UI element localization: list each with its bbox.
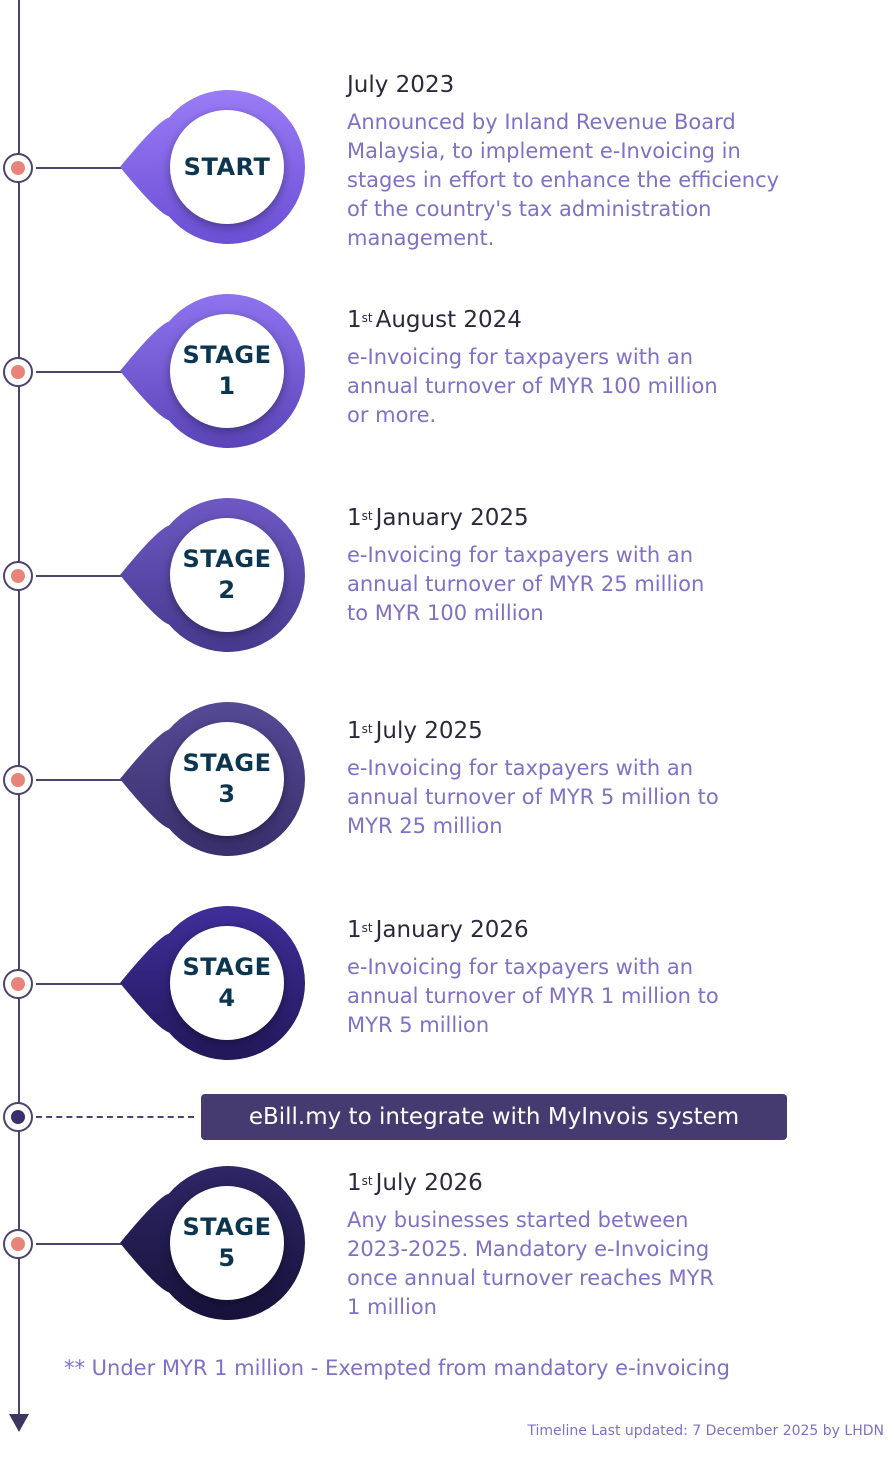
stage-label: STAGE	[182, 341, 272, 369]
integration-banner: eBill.my to integrate with MyInvois syst…	[201, 1094, 787, 1140]
entry-date-text: August 2024	[375, 307, 522, 333]
stage-badge-1: STAGE 1	[170, 314, 284, 428]
timeline-node-stage-3	[3, 765, 33, 795]
entry-date-text: July 2026	[375, 1170, 483, 1196]
entry-description: e-Invoicing for taxpayers with an annual…	[347, 756, 719, 838]
connector-stage-4	[36, 983, 136, 985]
connector-start	[36, 167, 136, 169]
last-updated-footer: Timeline Last updated: 7 December 2025 b…	[527, 1423, 884, 1439]
stage-marker-3: STAGE 3	[118, 700, 310, 860]
date-ordinal: st	[361, 311, 373, 325]
timeline-node-start	[3, 153, 33, 183]
entry-description: Any businesses started between 2023-2025…	[347, 1208, 714, 1319]
stage-badge-3: STAGE 3	[170, 722, 284, 836]
entry-description: e-Invoicing for taxpayers with an annual…	[347, 955, 719, 1037]
timeline-node-stage-5	[3, 1229, 33, 1259]
stage-marker-1: STAGE 1	[118, 292, 310, 452]
connector-stage-2	[36, 575, 136, 577]
entry-date-text: July 2025	[375, 718, 483, 744]
stage-marker-2: STAGE 2	[118, 496, 310, 656]
stage-label: STAGE	[182, 1213, 272, 1241]
entry-date-text: January 2025	[375, 505, 529, 531]
stage-marker-4: STAGE 4	[118, 904, 310, 1064]
stage-number: 3	[218, 780, 236, 808]
stage-label: STAGE	[182, 545, 272, 573]
date-ordinal: st	[361, 722, 373, 736]
timeline-node-stage-4	[3, 969, 33, 999]
timeline-node-banner	[3, 1102, 33, 1132]
entry-date: July 2023	[347, 70, 857, 100]
date-ordinal: st	[361, 1174, 373, 1188]
stage-number: 2	[218, 576, 236, 604]
stage-number: 4	[218, 984, 236, 1012]
date-ordinal: st	[361, 921, 373, 935]
entry-date-text: July 2023	[347, 72, 455, 98]
stage-badge-start: START	[170, 110, 284, 224]
timeline-arrow-icon	[9, 1414, 29, 1432]
entry-description: Announced by Inland Revenue Board Malays…	[347, 110, 780, 250]
timeline-entry-start: July 2023 Announced by Inland Revenue Bo…	[347, 70, 857, 253]
entry-description: e-Invoicing for taxpayers with an annual…	[347, 345, 718, 427]
stage-marker-start: START	[118, 88, 310, 248]
entry-description: e-Invoicing for taxpayers with an annual…	[347, 543, 705, 625]
stage-badge-5: STAGE 5	[170, 1186, 284, 1300]
stage-number: 1	[218, 372, 236, 400]
connector-banner-dashed	[36, 1116, 194, 1118]
connector-stage-5	[36, 1243, 136, 1245]
stage-marker-5: STAGE 5	[118, 1164, 310, 1324]
stage-number: 5	[218, 1244, 236, 1272]
connector-stage-1	[36, 371, 136, 373]
stage-badge-4: STAGE 4	[170, 926, 284, 1040]
exemption-note: ** Under MYR 1 million - Exempted from m…	[64, 1356, 730, 1380]
connector-stage-3	[36, 779, 136, 781]
stage-label: STAGE	[182, 953, 272, 981]
timeline-node-stage-2	[3, 561, 33, 591]
timeline-axis	[18, 0, 20, 1418]
entry-date-text: January 2026	[375, 917, 529, 943]
stage-label: STAGE	[182, 749, 272, 777]
stage-label: START	[183, 152, 271, 181]
stage-badge-2: STAGE 2	[170, 518, 284, 632]
timeline-node-stage-1	[3, 357, 33, 387]
date-ordinal: st	[361, 509, 373, 523]
